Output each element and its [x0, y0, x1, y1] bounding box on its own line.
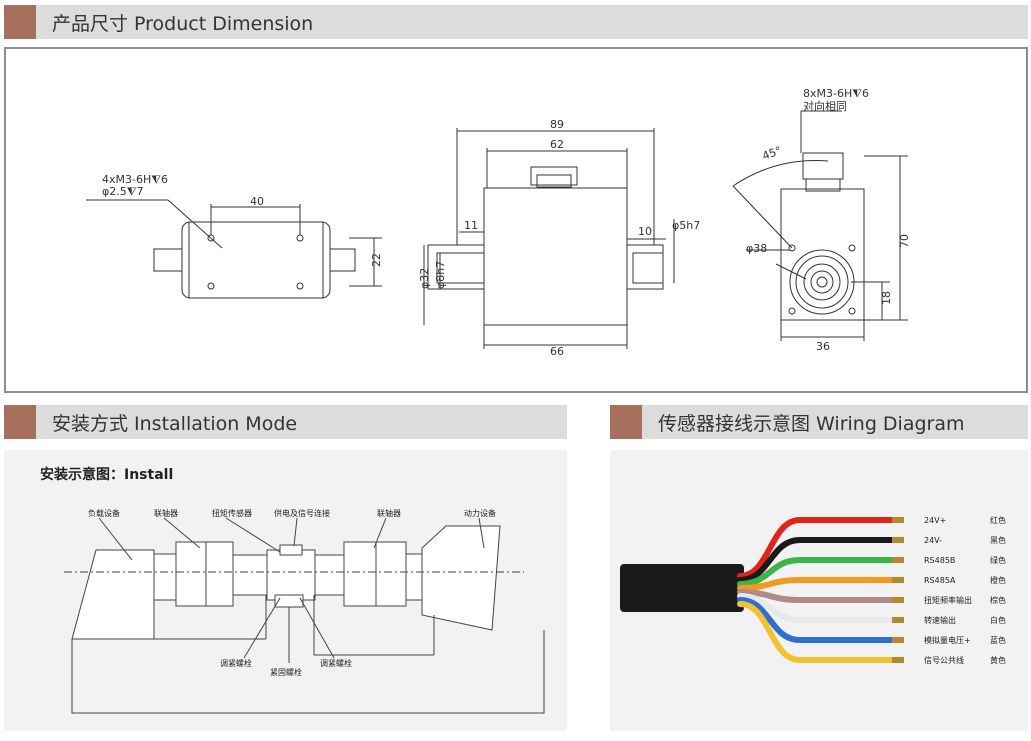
- wire-6: [737, 597, 895, 643]
- wire-signal-label-2: RS485B: [924, 556, 955, 565]
- side-body: [181, 221, 331, 299]
- wire-color-label-2: 绿色: [990, 555, 1006, 565]
- torque-sensor: [266, 549, 316, 601]
- front-dim-66: 66: [550, 345, 564, 358]
- wiring-panel: 24V+ 红色 24V- 黑色 RS485B 绿色 RS485A 橙色扭矩频率输出 棕色转速输出…: [610, 450, 1028, 731]
- wire-tip-7: [892, 657, 904, 663]
- end-dim-18: 18: [880, 291, 893, 305]
- wire-signal-label-1: 24V-: [924, 536, 942, 545]
- section-header-dimension: 产品尺寸 Product Dimension: [4, 5, 1028, 39]
- dimension-drawing: 4xM3-6H⧨6 φ2.5⧨7 40 22 89 62 11 10 φ5h7 …: [86, 87, 911, 358]
- front-dim-phi5h7: φ5h7: [672, 219, 700, 232]
- wire-signal-label-3: RS485A: [924, 576, 956, 585]
- wire-color-label-3: 橙色: [990, 575, 1006, 585]
- end-flange: [789, 249, 855, 315]
- section-title-dimension: 产品尺寸 Product Dimension: [52, 12, 314, 35]
- end-dim-phi38: φ38: [746, 242, 767, 255]
- label-power-device: 动力设备: [464, 508, 496, 518]
- front-body: [483, 187, 628, 326]
- wire-color-label-7: 黄色: [990, 655, 1006, 665]
- install-title: 安装示意图：Install: [40, 466, 173, 483]
- label-adjust-bolt-left: 调紧螺栓: [220, 658, 252, 668]
- wire-5: [737, 593, 895, 623]
- label-fasten-bolt: 紧固螺栓: [270, 667, 302, 677]
- section-title-wiring: 传感器接线示意图 Wiring Diagram: [658, 412, 965, 435]
- wire-tip-1: [892, 537, 904, 543]
- wire-signal-label-6: 模拟量电压+: [924, 635, 971, 645]
- end-hole-spec: 8xM3-6H⧨6: [803, 87, 869, 100]
- power-device: [421, 525, 501, 631]
- side-hole-depth: φ2.5⧨7: [102, 185, 144, 198]
- end-note: 对向相同: [803, 99, 847, 113]
- wire-color-label-1: 黑色: [990, 535, 1006, 545]
- wire-tip-4: [892, 597, 904, 603]
- front-dim-10: 10: [638, 225, 652, 238]
- wire-2: [737, 557, 895, 587]
- dimension-panel: 4xM3-6H⧨6 φ2.5⧨7 40 22 89 62 11 10 φ5h7 …: [4, 47, 1028, 393]
- side-hole-spec: 4xM3-6H⧨6: [102, 173, 168, 186]
- base-frame: [71, 630, 545, 714]
- front-dim-phi32: φ32: [418, 268, 431, 289]
- wire-tip-6: [892, 637, 904, 643]
- section-header-wiring: 传感器接线示意图 Wiring Diagram: [610, 405, 1028, 439]
- wire-tip-3: [892, 577, 904, 583]
- cable-jacket: [620, 564, 744, 612]
- installation-panel: 安装示意图：Install: [4, 450, 567, 731]
- label-coupling-right: 联轴器: [377, 508, 401, 518]
- wire-color-label-6: 蓝色: [990, 635, 1006, 645]
- wire-7: [737, 601, 895, 663]
- header-accent-block: [4, 405, 36, 439]
- sensor-bracket: [274, 594, 304, 608]
- wire-color-label-0: 红色: [990, 515, 1006, 525]
- front-dim-11: 11: [464, 219, 478, 232]
- wire-signal-label-4: 扭矩频率输出: [924, 595, 972, 605]
- header-accent-block: [610, 405, 642, 439]
- wire-3: [737, 577, 895, 591]
- wire-signal-label-0: 24V+: [924, 516, 946, 525]
- wire-signal-label-7: 信号公共线: [924, 655, 964, 665]
- wire-1: [737, 537, 895, 583]
- wire-4: [737, 589, 895, 603]
- end-dim-70: 70: [898, 234, 911, 248]
- header-accent-block: [4, 5, 36, 39]
- section-title-installation: 安装方式 Installation Mode: [52, 412, 298, 435]
- wire-tip-5: [892, 617, 904, 623]
- front-dim-62: 62: [550, 138, 564, 151]
- label-coupling-left: 联轴器: [154, 508, 178, 518]
- end-dim-36: 36: [816, 340, 830, 353]
- label-power-signal: 供电及信号连接: [274, 508, 330, 518]
- wire-tip-2: [892, 557, 904, 563]
- end-body: [780, 188, 865, 321]
- angle-arc: [732, 160, 829, 187]
- wire-color-label-5: 白色: [990, 615, 1006, 625]
- label-adjust-bolt-right: 调紧螺栓: [320, 658, 352, 668]
- wire-0: [737, 517, 895, 579]
- front-dim-89: 89: [550, 118, 564, 131]
- wire-tip-0: [892, 517, 904, 523]
- wire-color-label-4: 棕色: [990, 595, 1006, 605]
- side-dim-22: 22: [370, 253, 383, 267]
- end-connector: [802, 152, 844, 180]
- label-torque-sensor: 扭矩传感器: [212, 508, 252, 518]
- side-shaft-right: [328, 248, 356, 272]
- coupling-left: [175, 541, 234, 607]
- wire-signal-label-5: 转速输出: [924, 615, 956, 625]
- load-device: [71, 549, 155, 640]
- front-shaft-right: [626, 244, 664, 290]
- front-dim-phi8h7: φ8h7: [434, 261, 447, 289]
- installation-drawing: 安装示意图：Install: [40, 466, 545, 714]
- side-dim-40: 40: [250, 195, 264, 208]
- section-header-installation: 安装方式 Installation Mode: [4, 405, 567, 439]
- front-connector: [530, 166, 578, 186]
- side-shaft-left: [153, 248, 185, 272]
- coupling-right: [343, 541, 407, 607]
- end-holes: [788, 244, 856, 315]
- end-angle: 45°: [761, 144, 784, 163]
- label-load-device: 负载设备: [88, 508, 120, 518]
